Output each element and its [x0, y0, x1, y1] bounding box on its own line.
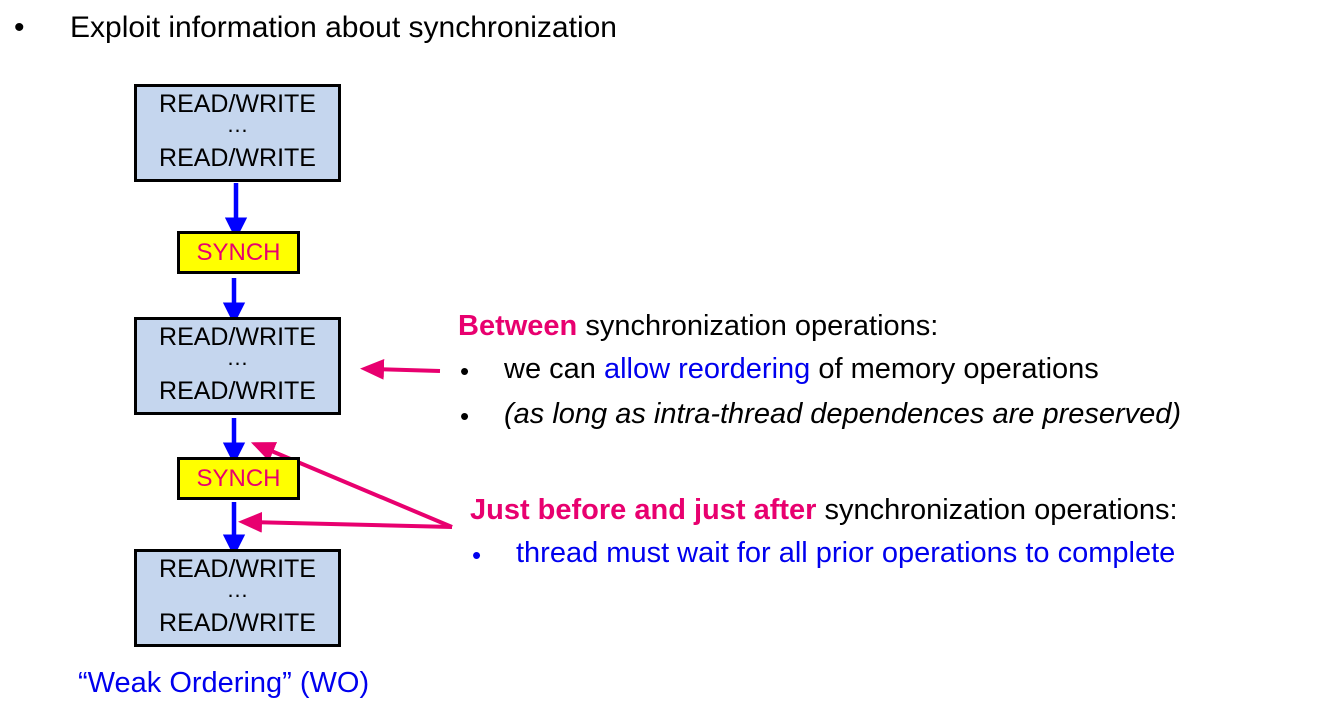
between-bullet-2: • — [460, 401, 470, 431]
after-sync-pointer-arrow — [238, 511, 453, 533]
between-pointer-arrow — [360, 358, 441, 380]
synch-box-1: SYNCH — [177, 231, 300, 274]
block-2-line-1: READ/WRITE — [159, 323, 316, 351]
block-3-line-2: READ/WRITE — [159, 609, 316, 637]
memory-ops-block-3: READ/WRITE … READ/WRITE — [134, 549, 341, 647]
block-1-line-1: READ/WRITE — [159, 90, 316, 118]
memory-ops-block-1: READ/WRITE … READ/WRITE — [134, 84, 341, 182]
sync-bullet-1: • — [472, 540, 482, 570]
between-heading: Between synchronization operations: — [458, 307, 938, 345]
synch-box-2: SYNCH — [177, 457, 300, 500]
block-1-line-2: READ/WRITE — [159, 144, 316, 172]
sync-heading: Just before and just after synchronizati… — [470, 491, 1178, 529]
between-item-1-pre: we can — [504, 353, 604, 385]
block-3-line-1: READ/WRITE — [159, 555, 316, 583]
between-heading-bold: Between — [458, 310, 578, 342]
between-item-1: we can allow reordering of memory operat… — [504, 350, 1099, 388]
between-item-1-post: of memory operations — [810, 353, 1099, 385]
sync-item-1: thread must wait for all prior operation… — [516, 537, 1176, 569]
sync-heading-bold: Just before and just after — [470, 494, 817, 526]
block-3-ellipsis: … — [226, 577, 249, 602]
between-item-2: (as long as intra-thread dependences are… — [504, 398, 1182, 430]
header-text: Exploit information about synchronizatio… — [70, 11, 617, 44]
sync-heading-rest: synchronization operations: — [816, 494, 1178, 526]
memory-ops-block-2: READ/WRITE … READ/WRITE — [134, 317, 341, 415]
block-1-ellipsis: … — [226, 112, 249, 137]
between-heading-rest: synchronization operations: — [577, 310, 939, 342]
diagram-caption: “Weak Ordering” (WO) — [78, 667, 370, 699]
block-2-line-2: READ/WRITE — [159, 377, 316, 405]
header-bullet: • — [14, 11, 25, 44]
between-item-1-highlight: allow reordering — [603, 353, 811, 385]
between-bullet-1: • — [460, 356, 470, 386]
block-2-ellipsis: … — [226, 345, 249, 370]
